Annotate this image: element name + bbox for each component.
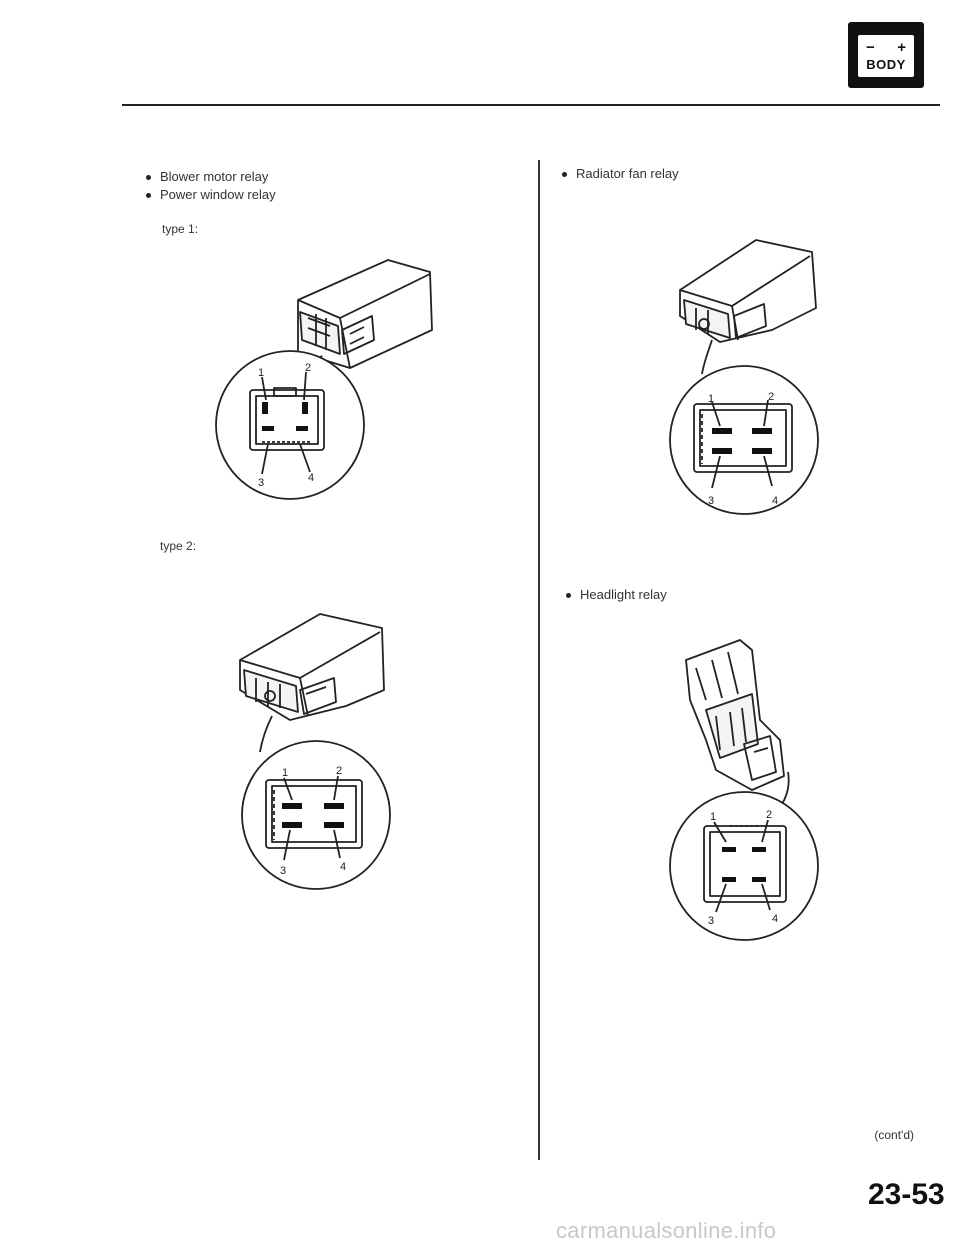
type1-connector-circle [215,350,365,500]
bullet-icon [566,593,571,599]
terminal-2-label: 2 [768,391,774,403]
terminal-4-label: 4 [308,472,314,484]
bullet-text: Radiator fan relay [576,166,679,181]
type2-connector-circle [241,715,391,890]
bullet-icon [146,175,151,181]
radiator-fan-relay-body [679,239,817,343]
terminal-2-label: 2 [766,809,772,821]
type1-terminal-labels: 1 2 3 4 [258,362,314,489]
terminal-1-label: 1 [282,767,288,779]
page-number: 23-53 [868,1178,945,1211]
bullet-icon [146,193,151,199]
bullet-text: Blower motor relay [160,169,269,184]
terminal-3-label: 3 [708,915,714,927]
terminal-1-label: 1 [710,811,716,823]
terminal-3-label: 3 [708,495,714,507]
body-battery-badge: − + BODY [848,22,924,88]
type1-label: type 1: [162,222,199,236]
bullet-text: Headlight relay [580,587,667,602]
bullet-icon [562,172,567,178]
radiator-connector-circle [669,339,819,515]
terminal-4-label: 4 [772,913,778,925]
terminal-2-label: 2 [336,765,342,777]
bullet-headlight-relay: Headlight relay [566,587,667,602]
badge-minus: − [866,39,875,56]
type2-label: type 2: [160,539,197,553]
type2-terminal-labels: 1 2 3 4 [280,765,346,877]
headlight-connector-circle [669,771,819,941]
headlight-relay-body [685,639,785,791]
bullet-power-window-relay: Power window relay [146,187,276,202]
badge-plus: + [897,39,906,56]
bullet-radiator-fan-relay: Radiator fan relay [562,166,679,181]
terminal-3-label: 3 [280,865,286,877]
bullet-blower-motor-relay: Blower motor relay [146,169,268,184]
terminal-1-label: 1 [708,393,714,405]
radiator-terminal-labels: 1 2 3 4 [708,391,778,507]
terminal-3-label: 3 [258,477,264,489]
type2-relay-body [239,613,385,721]
battery-icon: − + BODY [858,35,914,77]
terminal-2-label: 2 [305,362,311,374]
type1-relay-body [297,259,433,369]
terminal-4-label: 4 [340,861,346,873]
badge-label: BODY [866,57,906,72]
watermark: carmanualsonline.info [556,1218,777,1243]
headlight-terminal-labels: 1 2 3 4 [708,809,778,927]
column-divider [538,160,540,1160]
terminal-4-label: 4 [772,495,778,507]
header-rule [122,104,940,106]
terminal-1-label: 1 [258,367,264,379]
bullet-text: Power window relay [160,187,276,202]
continued-label: (cont'd) [874,1128,914,1142]
